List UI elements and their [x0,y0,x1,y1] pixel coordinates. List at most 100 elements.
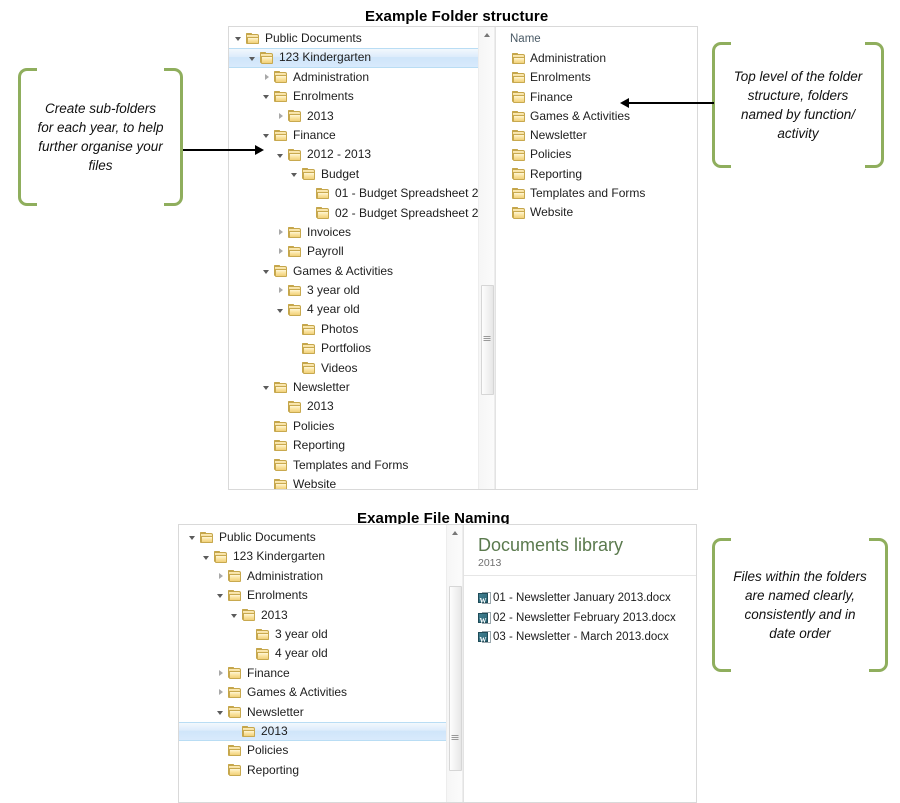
list-item[interactable]: Enrolments [496,68,697,87]
tree-item[interactable]: Invoices [229,223,478,242]
tree-item[interactable]: 3 year old [179,625,446,644]
tree-item[interactable]: Photos [229,320,478,339]
list-item[interactable]: Templates and Forms [496,184,697,203]
tree-item-label: Policies [293,418,335,433]
tree-expander-closed-icon[interactable] [275,281,288,300]
folder-icon [288,226,302,239]
tree-expander-open-icon[interactable] [201,548,214,567]
scroll-up-arrow-icon[interactable] [479,27,495,43]
list-item[interactable]: Reporting [496,165,697,184]
tree-item[interactable]: Games & Activities [229,262,478,281]
tree-item-selected[interactable]: 2013 [179,721,446,742]
file-list-item[interactable]: 01 - Newsletter January 2013.docx [464,589,696,612]
tree-expander-open-icon[interactable] [289,165,302,184]
tree-item[interactable]: Policies [179,741,446,760]
tree-item[interactable]: 123 Kindergarten [179,547,446,566]
tree-expander-closed-icon[interactable] [261,68,274,87]
scrollbar-thumb[interactable] [448,586,462,771]
tree-item[interactable]: Finance [229,126,478,145]
list-item[interactable]: Website [496,203,697,222]
list-item[interactable]: Newsletter [496,126,697,145]
tree-expander-open-icon[interactable] [275,301,288,320]
folder-icon [288,304,302,316]
list-item[interactable]: Policies [496,145,697,164]
list-item[interactable]: Games & Activities [496,107,697,126]
tree-expander-closed-icon[interactable] [215,664,228,683]
scrollbar-thumb[interactable] [480,285,494,395]
file-list-item[interactable]: 02 - Newsletter February 2013.docx [464,609,696,631]
tree-scrollbar-top[interactable] [478,27,495,489]
tree-expander-open-icon[interactable] [261,126,274,145]
tree-item[interactable]: 2012 - 2013 [229,145,478,164]
tree-item[interactable]: Templates and Forms [229,456,478,475]
tree-item[interactable]: 2013 [179,606,446,625]
tree-expander-closed-icon[interactable] [275,242,288,261]
tree-item[interactable]: 2013 [229,397,478,416]
tree-item[interactable]: Games & Activities [179,683,446,702]
column-header-name[interactable]: Name [510,33,541,45]
tree-item[interactable]: Public Documents [229,29,478,48]
tree-item[interactable]: 2013 [229,107,478,126]
tree-expander-open-icon[interactable] [261,87,274,106]
file-list-item[interactable]: 03 - Newsletter - March 2013.docx [464,628,696,651]
tree-expander-closed-icon[interactable] [275,223,288,242]
folder-icon [512,129,526,142]
tree-expander-closed-icon[interactable] [275,107,288,126]
tree-expander-open-icon[interactable] [261,262,274,281]
bracket-left-icon [712,42,731,168]
tree-expander-open-icon[interactable] [233,29,246,48]
tree-expander-open-icon[interactable] [275,146,288,165]
tree-item[interactable]: 4 year old [229,300,478,319]
scroll-up-arrow-icon[interactable] [447,525,463,541]
tree-item[interactable]: Enrolments [229,87,478,106]
tree-item[interactable]: Finance [179,664,446,683]
tree-item[interactable]: 01 - Budget Spreadsheet 2012-2013 [229,184,478,203]
documents-library-pane[interactable]: Documents library 2013 01 - Newsletter J… [464,525,696,802]
tree-item[interactable]: 3 year old [229,281,478,300]
tree-item-label: Videos [321,360,358,375]
tree-expander-open-icon[interactable] [261,378,274,397]
folder-icon [228,570,242,582]
bottom-section-title: Example File Naming [357,510,510,527]
library-header: Documents library 2013 [464,525,696,576]
tree-expander-open-icon[interactable] [215,703,228,722]
folder-icon [274,265,288,277]
tree-expander-closed-icon[interactable] [215,683,228,702]
tree-item[interactable]: Newsletter [229,378,478,397]
tree-item[interactable]: Portfolios [229,339,478,358]
tree-expander-closed-icon[interactable] [215,567,228,586]
tree-expander-open-icon[interactable] [215,586,228,605]
tree-item[interactable]: Reporting [229,436,478,455]
tree-scrollbar-bottom[interactable] [446,525,463,802]
tree-item[interactable]: 4 year old [179,644,446,663]
tree-item-label: Photos [321,321,359,336]
list-item-label: Policies [530,147,572,162]
tree-item-label: Enrolments [293,89,354,104]
tree-item[interactable]: Enrolments [179,586,446,605]
tree-item[interactable]: Videos [229,359,478,378]
tree-item-selected[interactable]: 123 Kindergarten [229,48,478,68]
tree-item[interactable]: 02 - Budget Spreadsheet 2011-2012 [229,204,478,223]
tree-expander-open-icon[interactable] [229,606,242,625]
tree-item[interactable]: Policies [229,417,478,436]
tree-item[interactable]: Newsletter [179,703,446,722]
list-item[interactable]: Administration [496,49,697,68]
tree-item[interactable]: Website [229,475,478,489]
tree-item[interactable]: Administration [229,68,478,87]
tree-item[interactable]: Payroll [229,242,478,261]
tree-item[interactable]: Budget [229,165,478,184]
tree-expander-open-icon[interactable] [187,528,200,547]
tree-spacer [229,722,242,741]
file-name-label: 02 - Newsletter February 2013.docx [493,611,676,624]
tree-item[interactable]: Reporting [179,761,446,780]
list-item[interactable]: Finance [496,88,697,107]
list-item-label: Templates and Forms [530,186,646,201]
tree-item[interactable]: Public Documents [179,528,446,547]
tree-item[interactable]: Administration [179,567,446,586]
tree-expander-open-icon[interactable] [247,49,260,68]
folder-icon [256,648,270,660]
